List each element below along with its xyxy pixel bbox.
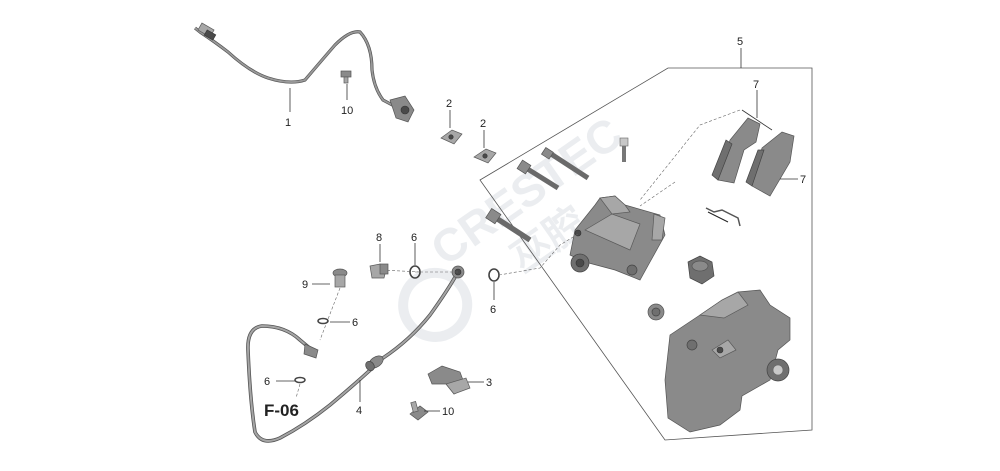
caliper-body — [569, 195, 666, 281]
assembly-path-2 — [639, 109, 741, 201]
part-2-shim-a — [440, 129, 463, 145]
part-10-bolt-bottom — [409, 400, 429, 421]
part-9-banjo-bolt — [332, 268, 348, 288]
reference-f06: F-06 — [264, 401, 299, 420]
watermark-logo-icon — [398, 267, 473, 342]
assembly-path-9 — [319, 287, 341, 341]
callout-4: 4 — [356, 405, 362, 417]
caliper-bracket — [664, 289, 791, 433]
leader-7a-link — [741, 109, 773, 131]
slide-pin-boot — [687, 255, 715, 285]
part-6-washer-lower — [294, 376, 306, 384]
callout-8: 8 — [376, 232, 382, 244]
slide-pin-cap — [647, 303, 665, 321]
callout-2b: 2 — [480, 118, 486, 130]
callout-10-top: 10 — [341, 105, 353, 117]
caliper-assembly-boundary — [479, 67, 813, 441]
bleeder-valve — [619, 137, 629, 162]
part-8-bolt — [369, 263, 389, 279]
part-2-shim-b — [473, 148, 497, 164]
part-6-washer-upper — [317, 317, 329, 325]
part-6-washer-right — [488, 268, 500, 282]
caliper-bolt-top — [540, 146, 590, 181]
part-7-pad-right — [745, 131, 795, 197]
assembly-path-f06 — [295, 383, 301, 399]
callout-6-lower: 6 — [264, 376, 270, 388]
part-3-clip — [427, 365, 471, 395]
pad-spring — [705, 207, 741, 227]
callout-1: 1 — [285, 117, 291, 129]
caliper-bolt-mid — [516, 159, 560, 191]
callout-5: 5 — [737, 36, 743, 48]
caliper-bolt-low — [485, 208, 532, 243]
callout-6-right: 6 — [490, 304, 496, 316]
callout-10-bottom: 10 — [442, 406, 454, 418]
callout-9: 9 — [302, 279, 308, 291]
callout-7a: 7 — [753, 79, 759, 91]
part-10-bolt-top — [340, 70, 352, 84]
callout-6-mid: 6 — [411, 232, 417, 244]
part-1-speed-sensor — [194, 22, 415, 123]
callout-7b: 7 — [800, 174, 806, 186]
part-7-pad-left — [711, 117, 761, 184]
assembly-path-1 — [639, 181, 676, 207]
callout-2a: 2 — [446, 98, 452, 110]
callout-3: 3 — [486, 377, 492, 389]
callout-6-upper: 6 — [352, 317, 358, 329]
